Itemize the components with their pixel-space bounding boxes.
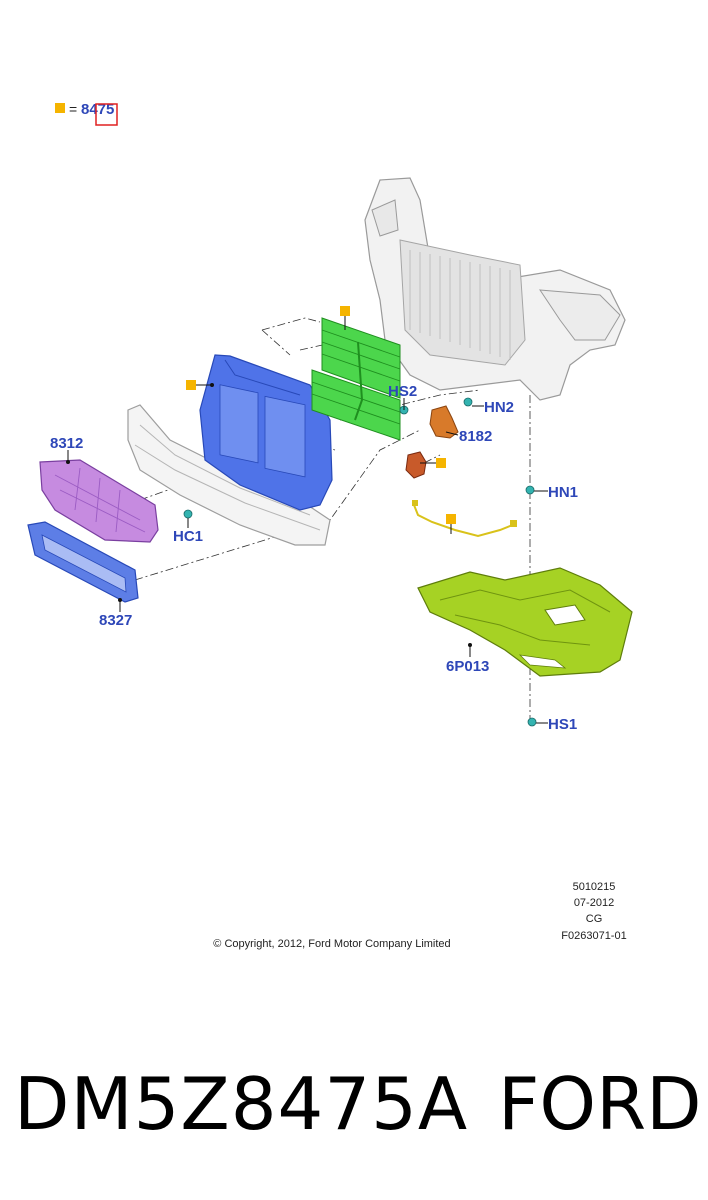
metadata-line: F0263071-01 [561, 930, 626, 942]
brand-name: FORD [498, 1062, 702, 1146]
fastener-hc1[interactable] [183, 509, 193, 519]
marker-leaders [196, 316, 452, 534]
fastener-hn1[interactable] [525, 485, 535, 495]
callout-hn1[interactable]: HN1 [548, 484, 578, 501]
callout-hs1[interactable]: HS1 [548, 716, 577, 733]
metadata-line: CG [586, 913, 603, 925]
legend-part-number[interactable]: 8475 [81, 101, 114, 118]
callout-8182[interactable]: 8182 [459, 428, 492, 445]
drawing-metadata: 5010215 07-2012 CG F0263071-01 [561, 881, 626, 942]
callout-6p013[interactable]: 6P013 [446, 658, 489, 675]
active-grille-shutter[interactable] [311, 317, 401, 441]
part-number-heading: DM5Z8475A [14, 1062, 469, 1146]
callout-8312[interactable]: 8312 [50, 435, 83, 452]
marker-shutter[interactable] [340, 306, 350, 316]
lower-air-deflector[interactable] [39, 459, 159, 543]
radiator-shroud[interactable] [199, 354, 333, 511]
marker-shroud[interactable] [186, 380, 196, 390]
engine-splash-shield[interactable] [417, 567, 633, 677]
wiring-harness[interactable] [412, 500, 517, 538]
metadata-line: 5010215 [573, 881, 616, 893]
fastener-hn2[interactable] [463, 397, 473, 407]
selection-box [95, 103, 118, 126]
shutter-actuator-motor[interactable] [405, 451, 427, 479]
callout-hs2[interactable]: HS2 [388, 383, 417, 400]
radiator-support[interactable] [364, 177, 626, 401]
callout-8327[interactable]: 8327 [99, 612, 132, 629]
callout-hn2[interactable]: HN2 [484, 399, 514, 416]
part-8475-markers [186, 306, 456, 524]
callout-dots [66, 383, 472, 647]
legend-equals: = [69, 101, 77, 117]
lower-grille[interactable] [27, 521, 139, 603]
legend: = 8475 [55, 101, 118, 126]
shutter-actuator-bracket[interactable] [429, 405, 459, 439]
callout-hc1[interactable]: HC1 [173, 528, 203, 545]
marker-actuator[interactable] [436, 458, 446, 468]
metadata-line: 07-2012 [574, 897, 614, 909]
marker-harness[interactable] [446, 514, 456, 524]
copyright-notice: © Copyright, 2012, Ford Motor Company Li… [213, 938, 450, 950]
fastener-hs1[interactable] [527, 717, 537, 727]
legend-marker [55, 103, 65, 113]
